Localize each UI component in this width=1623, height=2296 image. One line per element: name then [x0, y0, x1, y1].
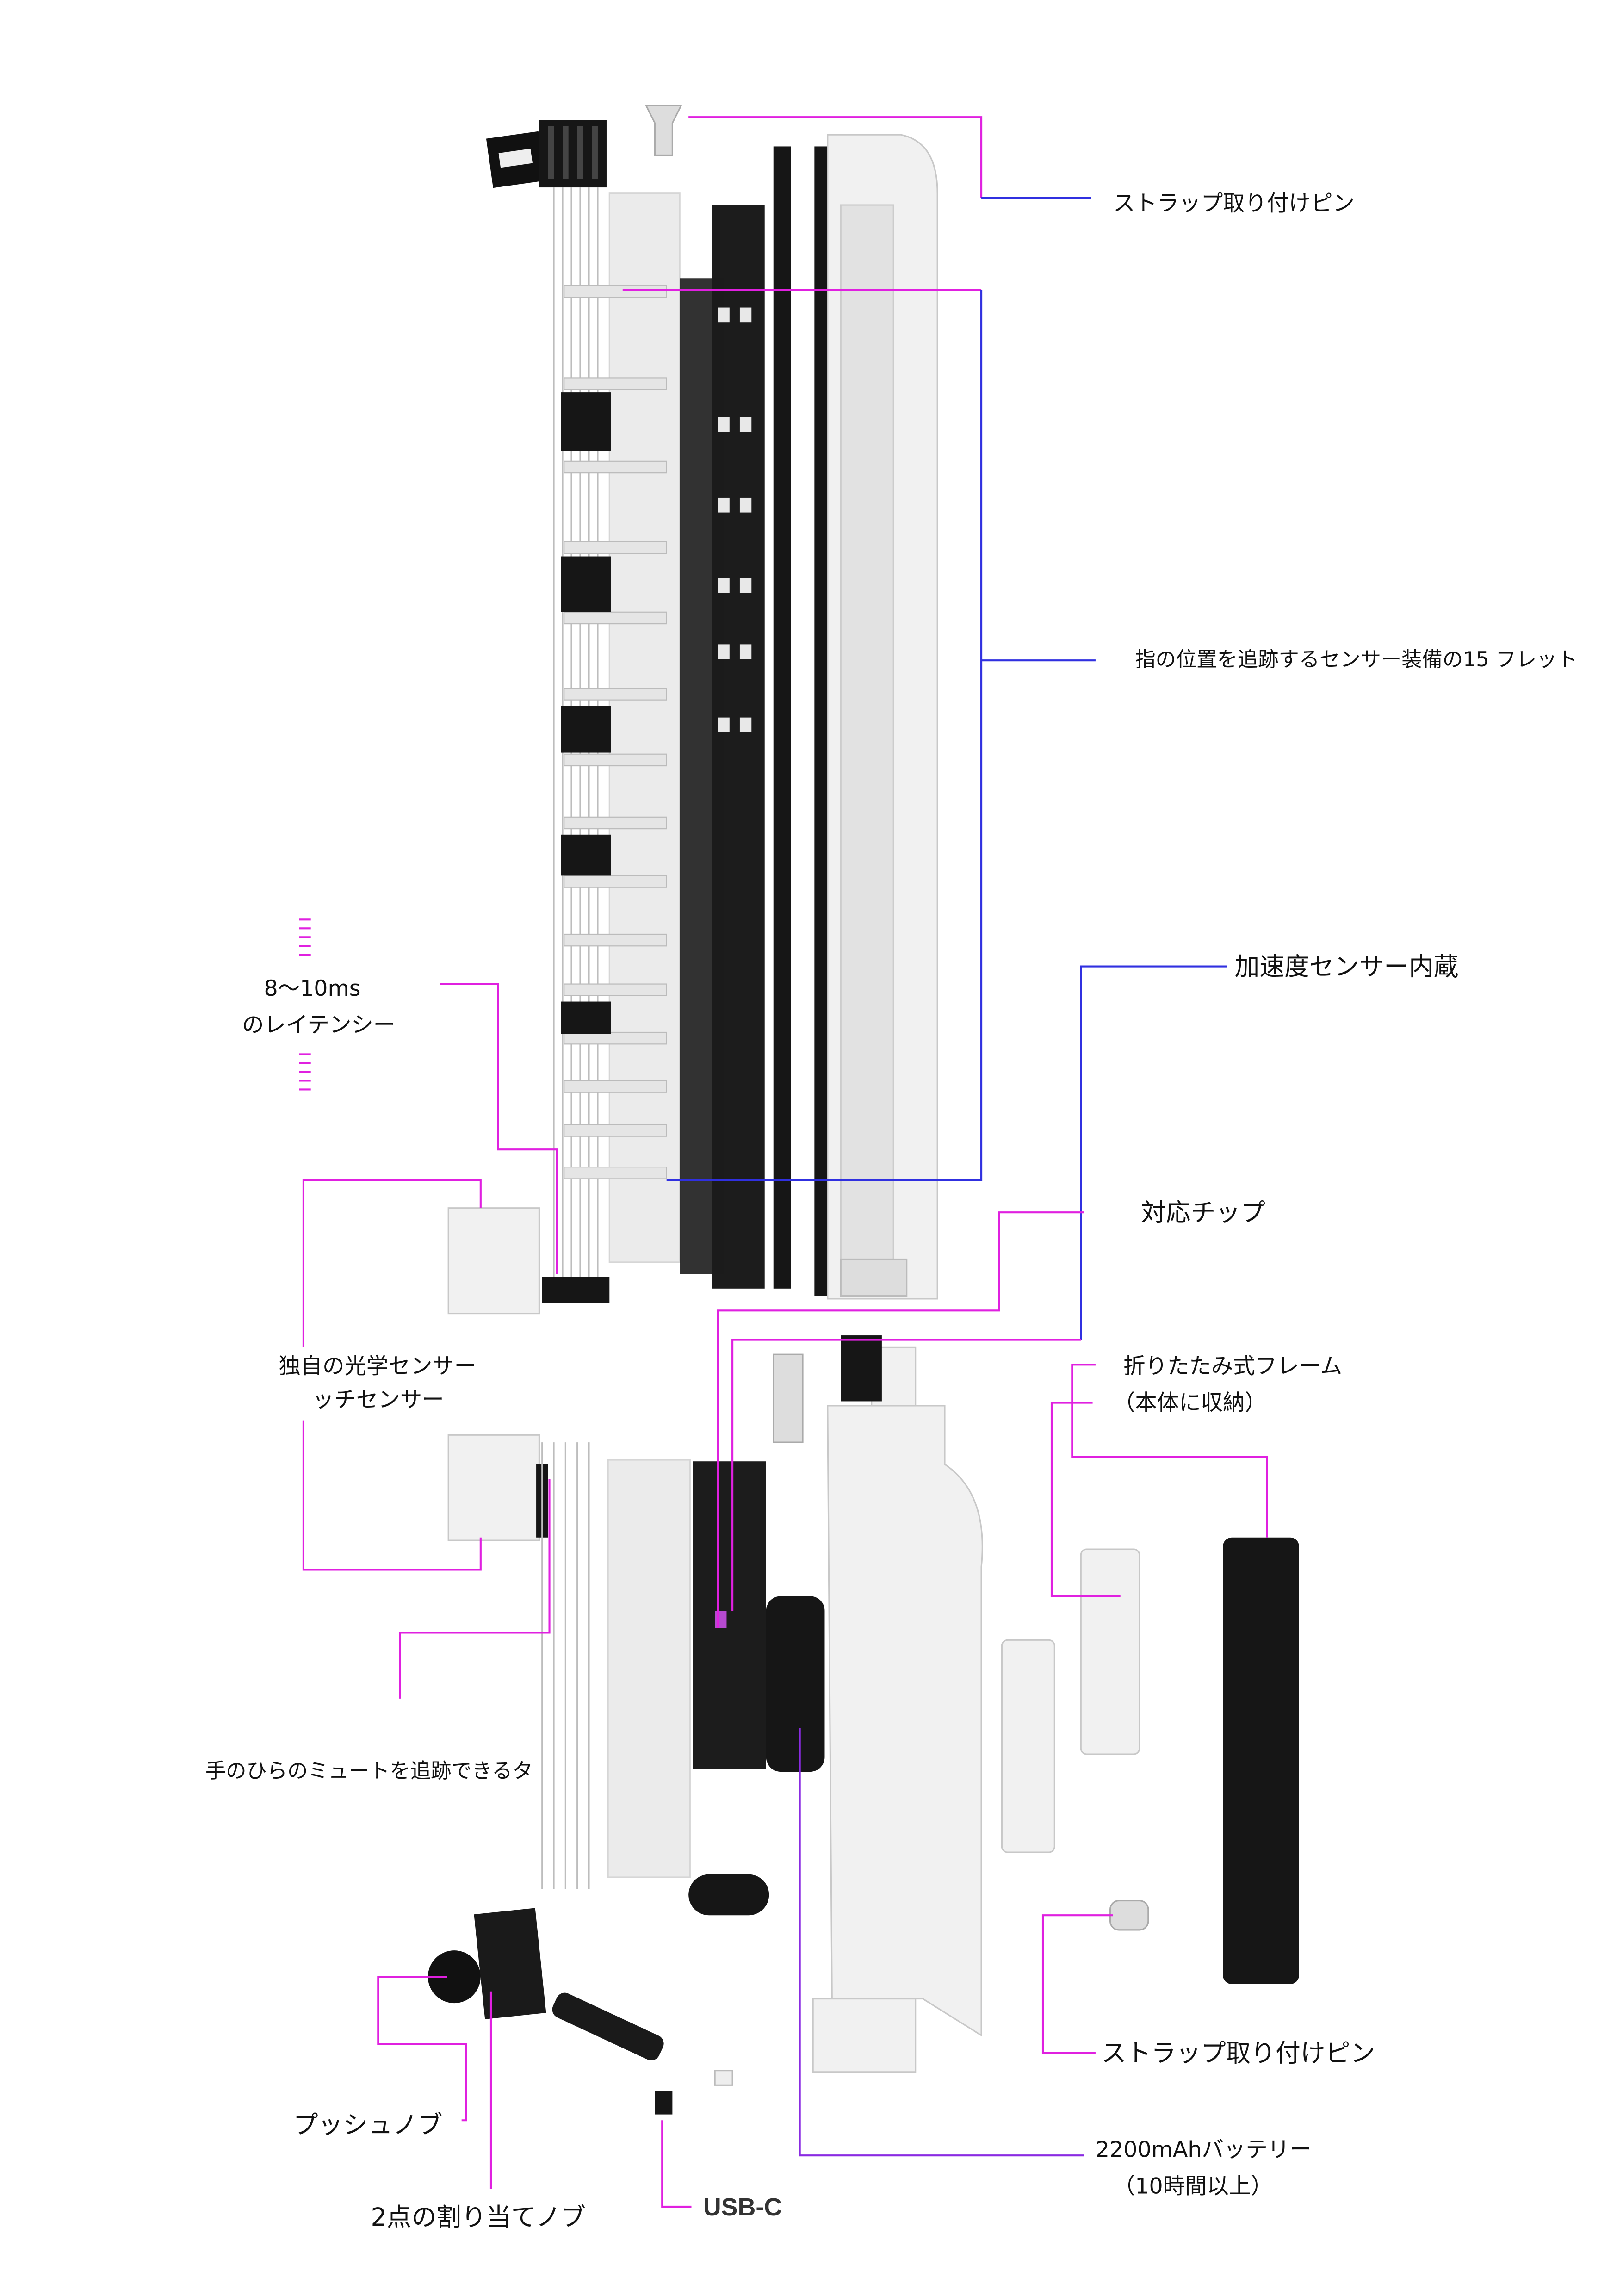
main-body-frame — [812, 1335, 983, 2073]
latency-tick-marks — [299, 918, 311, 1091]
label-latency-1: 8～10ms — [264, 976, 360, 1001]
label-battery-1: 2200mAhバッテリー — [1096, 2137, 1312, 2162]
label-chip: 対応チップ — [1141, 1198, 1265, 1227]
label-strap-pin-bottom: ストラップ取り付けピン — [1102, 2039, 1375, 2068]
fret-sensor-bars — [564, 285, 667, 1179]
knob-connector — [552, 1992, 664, 2060]
upper-connector — [542, 1277, 610, 1303]
chip-highlight — [715, 1610, 727, 1628]
labels: ストラップ取り付けピン 指の位置を追跡するセンサー装備の15 フレット 加速度セ… — [205, 191, 1578, 2232]
strap-pin-top-part — [644, 105, 682, 156]
cable-coil — [688, 1874, 769, 1916]
assign-knob-plate — [474, 1908, 546, 2019]
leader-lines — [299, 116, 1268, 2208]
main-pcb — [693, 1461, 766, 1769]
neck-housing — [827, 134, 938, 1300]
label-strap-pin-top: ストラップ取り付けピン — [1113, 191, 1355, 217]
folding-frame-parts — [1001, 1537, 1299, 1984]
palm-sensor-panel — [607, 1459, 691, 1878]
fret-markers — [561, 392, 611, 1034]
fret-pcb — [680, 205, 765, 1289]
label-optical-2: ッチセンサー — [312, 1387, 444, 1413]
sensor-bracket — [773, 1353, 804, 1443]
body-assembly — [427, 1335, 1299, 2115]
lower-wires — [541, 1442, 590, 1889]
black-rail — [773, 146, 791, 1289]
battery — [766, 1596, 825, 1772]
usb-c-port-part — [655, 2091, 673, 2115]
label-accelerometer: 加速度センサー内蔵 — [1235, 952, 1459, 981]
frosted-fret-strip — [608, 192, 681, 1263]
label-optical-1: 独自の光学センサー — [279, 1353, 476, 1379]
label-latency-2: のレイテンシー — [242, 1012, 395, 1038]
label-battery-2: （10時間以上） — [1113, 2173, 1273, 2199]
label-folding-1: 折りたたみ式フレーム — [1123, 1353, 1342, 1379]
label-usb-c: USB-C — [703, 2193, 782, 2221]
top-connector-block — [539, 120, 607, 188]
strap-pin-bottom-part — [1109, 1899, 1149, 1931]
label-push-knob: プッシュノブ — [293, 2110, 443, 2140]
label-frets: 指の位置を追跡するセンサー装備の15 フレット — [1135, 648, 1577, 671]
optical-sensor-block-upper — [447, 1207, 540, 1315]
logo-plate — [486, 131, 545, 188]
label-assign-knob: 2点の割り当てノブ — [371, 2203, 585, 2232]
optical-sensor-block-lower — [447, 1434, 540, 1541]
label-palm-mute: 手のひらのミュートを追跡できるタ — [205, 1759, 533, 1783]
neck-assembly — [447, 105, 938, 1315]
push-knob-part — [427, 1950, 481, 2004]
label-folding-2: （本体に収納） — [1113, 1390, 1267, 1415]
usb-cap — [714, 2070, 733, 2086]
